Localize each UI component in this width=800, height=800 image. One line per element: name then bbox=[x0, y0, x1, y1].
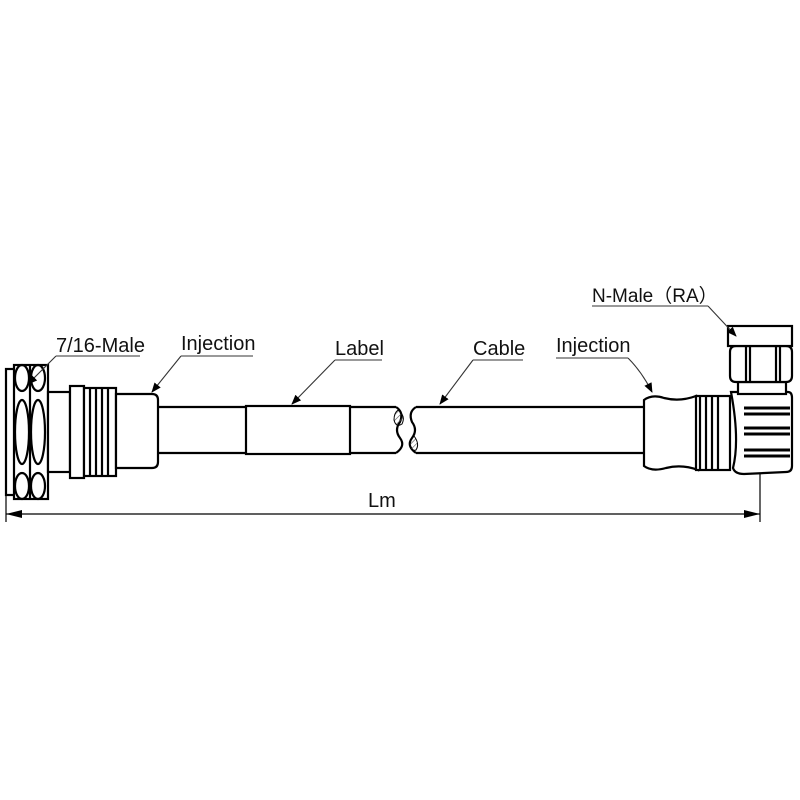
callout-7-16-male: 7/16-Male bbox=[27, 335, 145, 385]
label-right-injection: Injection bbox=[556, 335, 631, 357]
label-length: Lm bbox=[368, 490, 396, 512]
label-n-male-ra: N-Male（RA） bbox=[592, 285, 718, 307]
right-connector-n-male-ra bbox=[642, 324, 794, 476]
label-left-injection: Injection bbox=[181, 333, 256, 355]
callout-n-male-ra: N-Male（RA） bbox=[592, 285, 737, 337]
dimension-length: Lm bbox=[5, 474, 761, 522]
label-cable: Cable bbox=[473, 338, 525, 360]
callout-label: Label bbox=[291, 338, 384, 405]
left-connector-7-16-male bbox=[4, 363, 160, 501]
cable-left-segment bbox=[158, 404, 404, 456]
cable-right-segment bbox=[408, 405, 644, 455]
callout-cable: Cable bbox=[439, 338, 525, 405]
callout-right-injection: Injection bbox=[556, 335, 653, 393]
callout-left-injection: Injection bbox=[151, 333, 256, 393]
label-sleeve bbox=[244, 404, 352, 456]
label-7-16-male: 7/16-Male bbox=[56, 335, 145, 357]
label-label: Label bbox=[335, 338, 384, 360]
